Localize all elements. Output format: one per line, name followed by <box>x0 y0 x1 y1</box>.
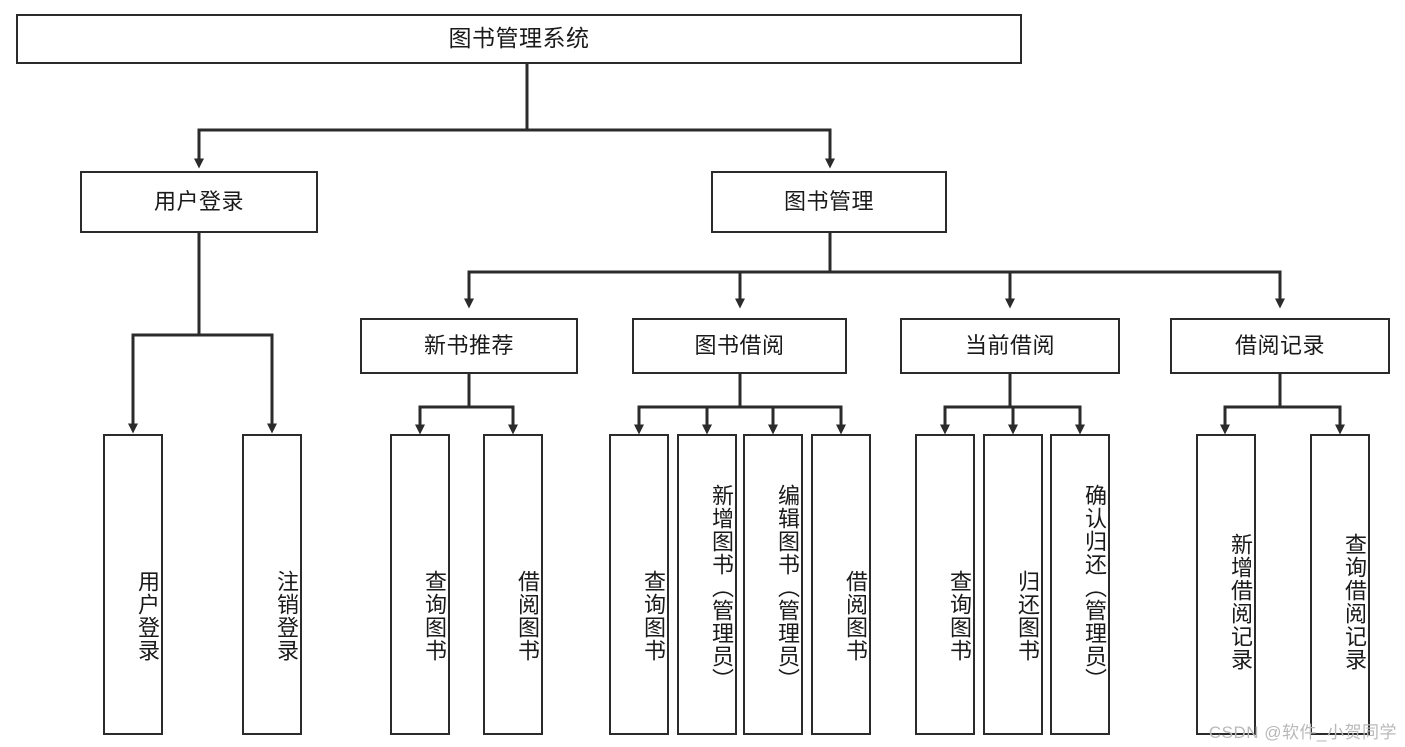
leaf-new-book-query[interactable]: 查询图书 <box>390 434 450 735</box>
node-label: 新书推荐 <box>423 332 514 358</box>
node-label: 确认归还（管理员） <box>1082 484 1107 691</box>
node-label: 查询图书 <box>947 569 972 662</box>
node-root-system[interactable]: 图书管理系统 <box>16 14 1022 64</box>
node-label: 借阅图书 <box>515 569 540 662</box>
node-book-management[interactable]: 图书管理 <box>711 171 947 233</box>
node-label: 用户登录 <box>153 188 244 214</box>
node-label: 归还图书 <box>1015 569 1040 662</box>
node-label: 查询借阅记录 <box>1342 533 1367 671</box>
leaf-book-borrow-edit[interactable]: 编辑图书（管理员） <box>743 434 803 735</box>
node-label: 图书管理 <box>783 188 874 214</box>
node-label: 新增图书（管理员） <box>709 484 734 691</box>
node-book-borrow[interactable]: 图书借阅 <box>632 318 847 374</box>
node-borrow-record[interactable]: 借阅记录 <box>1170 318 1390 374</box>
node-label: 借阅图书 <box>843 569 868 662</box>
leaf-book-borrow-borrow[interactable]: 借阅图书 <box>811 434 871 735</box>
leaf-new-book-borrow[interactable]: 借阅图书 <box>483 434 543 735</box>
leaf-borrow-record-query[interactable]: 查询借阅记录 <box>1310 434 1370 735</box>
node-label: 用户登录 <box>135 569 160 662</box>
node-label: 新增借阅记录 <box>1228 533 1253 671</box>
node-label: 当前借阅 <box>964 332 1055 358</box>
node-label: 查询图书 <box>422 569 447 662</box>
leaf-current-borrow-query[interactable]: 查询图书 <box>915 434 975 735</box>
node-current-borrow[interactable]: 当前借阅 <box>900 318 1120 374</box>
node-label: 编辑图书（管理员） <box>775 484 800 691</box>
leaf-borrow-record-add[interactable]: 新增借阅记录 <box>1196 434 1256 735</box>
leaf-book-borrow-add[interactable]: 新增图书（管理员） <box>677 434 737 735</box>
csdn-watermark: CSDN @软件_小贺同学 <box>1208 723 1397 742</box>
leaf-current-borrow-return[interactable]: 归还图书 <box>983 434 1043 735</box>
node-label: 查询图书 <box>641 569 666 662</box>
leaf-user-login-login[interactable]: 用户登录 <box>103 434 163 735</box>
node-user-login[interactable]: 用户登录 <box>80 171 318 233</box>
node-new-book-recommend[interactable]: 新书推荐 <box>360 318 578 374</box>
node-label: 借阅记录 <box>1234 332 1325 358</box>
node-label: 图书管理系统 <box>448 25 590 52</box>
node-label: 注销登录 <box>274 569 299 662</box>
leaf-book-borrow-query[interactable]: 查询图书 <box>609 434 669 735</box>
leaf-current-borrow-confirm-return[interactable]: 确认归还（管理员） <box>1050 434 1110 735</box>
leaf-user-login-logout[interactable]: 注销登录 <box>242 434 302 735</box>
node-label: 图书借阅 <box>694 332 785 358</box>
